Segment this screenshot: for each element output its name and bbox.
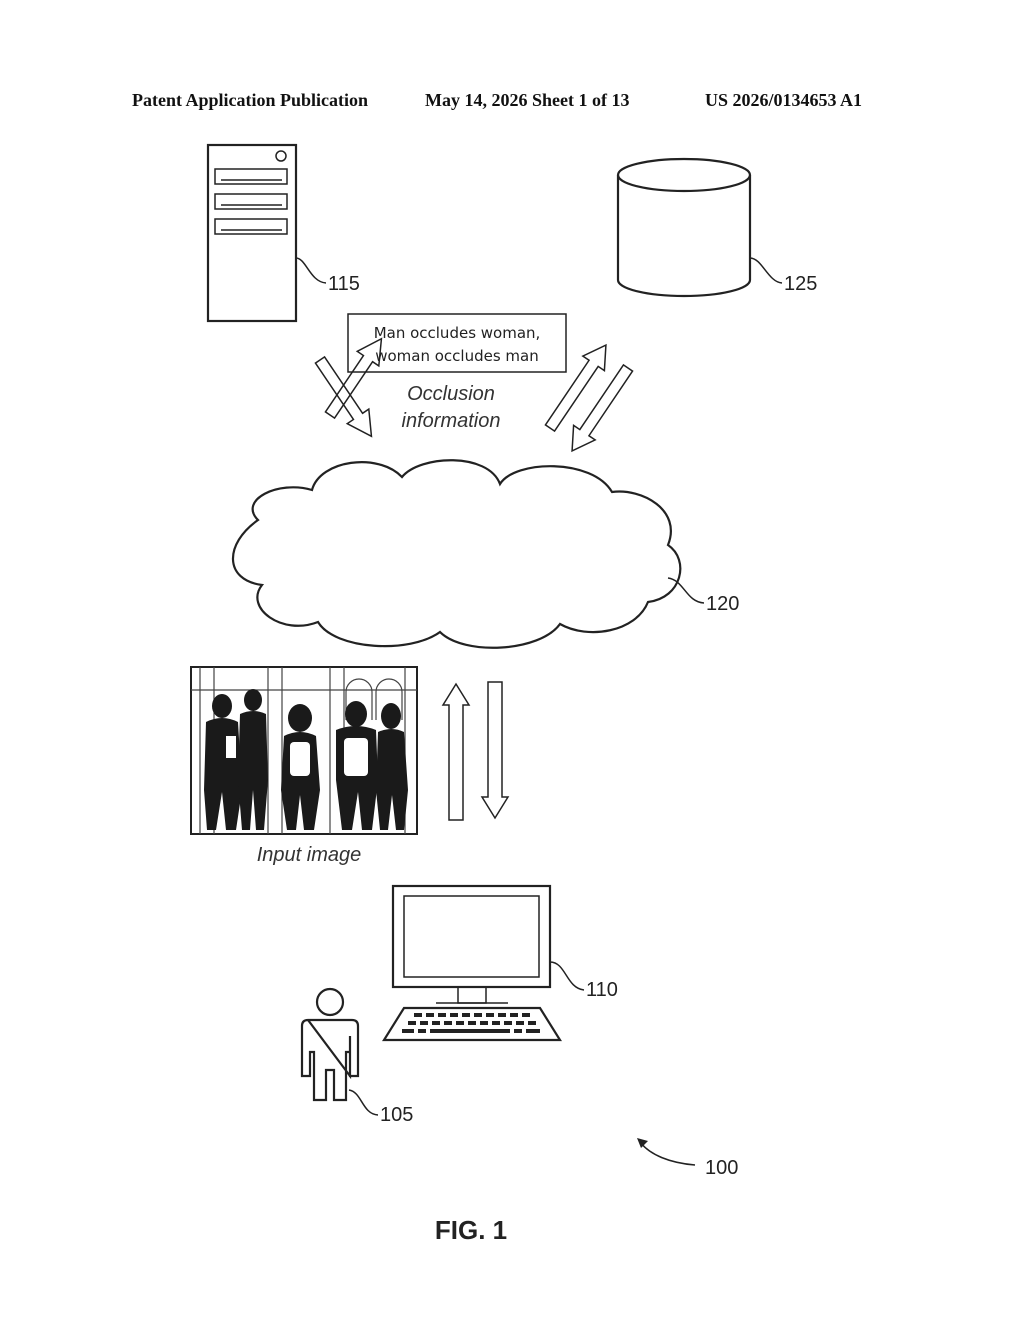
arrow-cloud-to-server	[319, 331, 392, 422]
occlusion-box-line-1: Man occludes woman,	[374, 324, 541, 342]
input-image	[191, 667, 417, 834]
input-image-caption: Input image	[257, 844, 362, 866]
user-leader-line	[349, 1090, 378, 1115]
system-arrowhead	[637, 1138, 648, 1148]
computer-ref: 110	[586, 979, 618, 1001]
server-leader-line	[296, 258, 326, 283]
cloud-ref: 120	[706, 593, 739, 615]
server-ref: 115	[328, 273, 360, 295]
arrow-cloud-to-device	[482, 682, 508, 818]
server-icon	[208, 145, 296, 321]
occlusion-caption-line-2: information	[402, 410, 501, 432]
system-ref: 100	[705, 1157, 738, 1179]
arrow-device-to-cloud	[443, 684, 469, 820]
cloud-leader-line	[668, 578, 704, 603]
figure-label: FIG. 1	[435, 1215, 507, 1245]
database-icon	[618, 159, 750, 296]
database-leader-line	[750, 258, 782, 283]
arrow-cloud-to-database	[539, 338, 616, 435]
occlusion-caption-line-1: Occlusion	[407, 383, 495, 405]
database-ref: 125	[784, 273, 817, 295]
user-ref: 105	[380, 1104, 413, 1126]
computer-icon	[384, 886, 560, 1040]
system-leader-line	[640, 1142, 695, 1165]
arrow-database-to-cloud	[561, 361, 638, 458]
arrow-server-to-cloud	[309, 353, 382, 444]
cloud-icon	[233, 460, 680, 648]
computer-leader-line	[550, 962, 584, 990]
user-icon	[302, 989, 358, 1100]
occlusion-box-line-2: woman occludes man	[375, 347, 539, 365]
